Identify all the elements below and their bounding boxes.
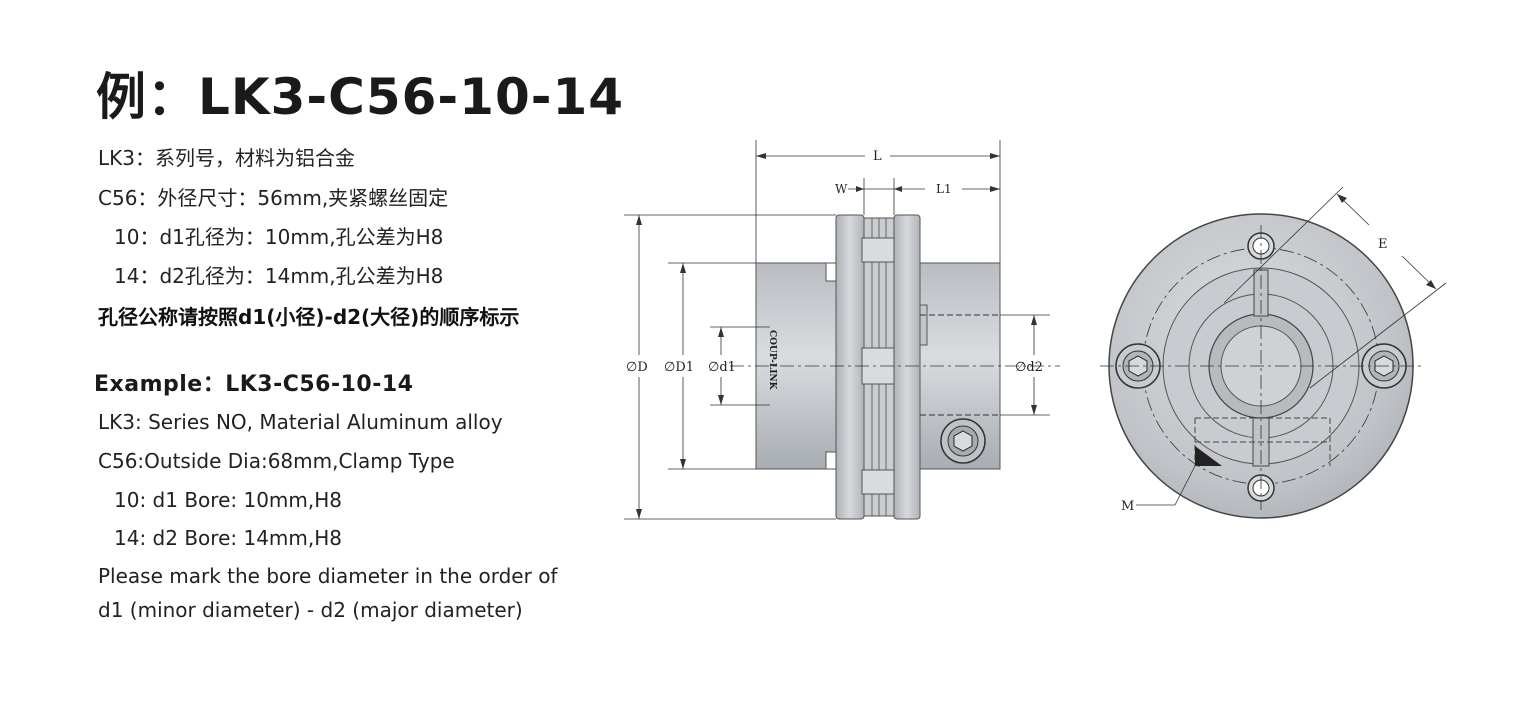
cn-line-size: C56：外径尺寸：56mm,夹紧螺丝固定: [98, 186, 449, 210]
cn-line-note: 孔径公称请按照d1(小径)-d2(大径)的顺序标示: [98, 305, 520, 329]
en-line-note-1: Please mark the bore diameter in the ord…: [98, 564, 558, 588]
right-flange: [893, 214, 921, 520]
en-line-size: C56:Outside Dia:68mm,Clamp Type: [98, 449, 455, 473]
en-line-series: LK3: Series NO, Material Aluminum alloy: [98, 410, 503, 434]
en-line-note-2: d1 (minor diameter) - d2 (major diameter…: [98, 598, 523, 622]
left-hub: [755, 262, 837, 470]
dim-D: ∅D: [626, 360, 648, 375]
dim-L1: L1: [936, 182, 952, 196]
cn-line-d2: 14：d2孔径为：14mm,孔公差为H8: [114, 264, 444, 288]
label-M: M: [1121, 499, 1134, 514]
page-title: 例：LK3-C56-10-14: [96, 68, 625, 126]
brand-mark: COUP-LINK: [767, 330, 777, 391]
dim-L: L: [873, 149, 882, 164]
cn-line-series: LK3：系列号，材料为铝合金: [98, 146, 355, 170]
example-heading: Example：LK3-C56-10-14: [94, 372, 414, 397]
coupling-front-view: E M: [1100, 186, 1447, 519]
dim-d2: ∅d2: [1015, 360, 1043, 375]
dim-W: W: [835, 182, 848, 196]
en-line-d2: 14: d2 Bore: 14mm,H8: [114, 526, 342, 550]
dim-D1: ∅D1: [664, 360, 694, 375]
left-flange: [835, 214, 865, 520]
en-line-d1: 10: d1 Bore: 10mm,H8: [114, 488, 342, 512]
dim-d1: ∅d1: [708, 360, 736, 375]
dim-E: E: [1378, 237, 1388, 252]
cn-line-d1: 10：d1孔径为：10mm,孔公差为H8: [114, 225, 444, 249]
coupling-side-view: COUP-LINK L W L1 ∅D ∅D1: [624, 140, 1060, 520]
